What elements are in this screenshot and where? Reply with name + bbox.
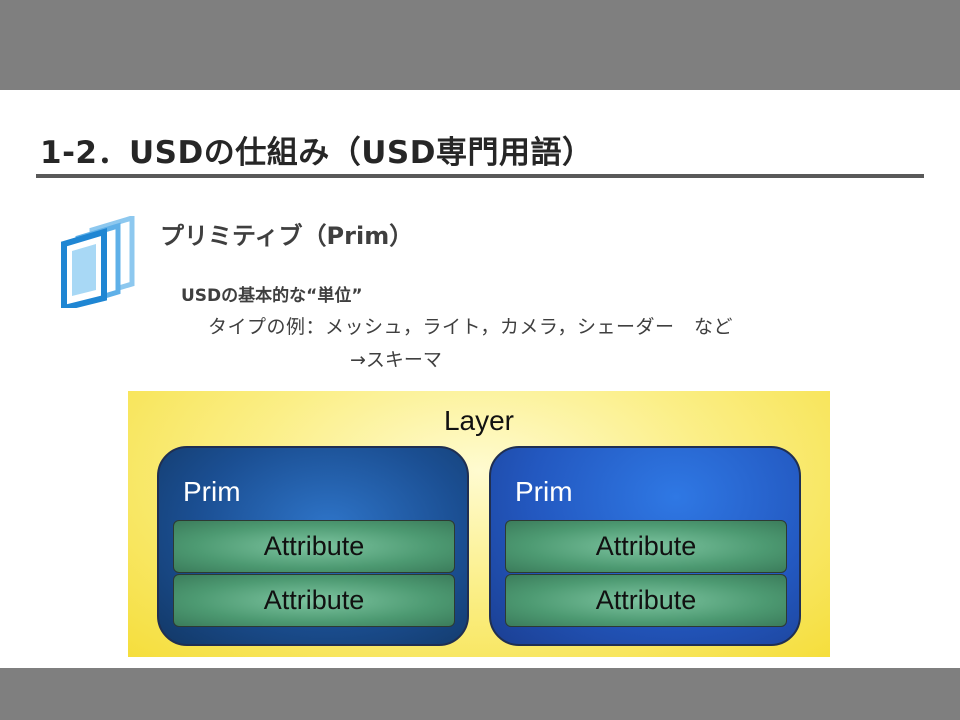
prim-label: Prim bbox=[515, 476, 573, 507]
prim-box-left: Prim Attribute Attribute bbox=[157, 446, 469, 646]
slide-title: 1-2．USDの仕組み（USD専門用語） bbox=[40, 135, 594, 171]
title-underline bbox=[36, 174, 924, 178]
attribute-box: Attribute bbox=[173, 574, 455, 627]
bottom-frame-bar bbox=[0, 668, 960, 720]
prim-label: Prim bbox=[183, 476, 241, 507]
stacked-layers-icon bbox=[61, 216, 135, 308]
prim-box-right: Prim Attribute Attribute bbox=[489, 446, 801, 646]
definition-text: USDの基本的な“単位” bbox=[181, 286, 363, 306]
layer-front-fill bbox=[72, 244, 96, 296]
top-frame-bar bbox=[0, 0, 960, 90]
attribute-box: Attribute bbox=[173, 520, 455, 573]
layer-label: Layer bbox=[443, 405, 515, 436]
attribute-box: Attribute bbox=[505, 574, 787, 627]
attribute-box: Attribute bbox=[505, 520, 787, 573]
schema-text: →スキーマ bbox=[350, 349, 442, 371]
layer-diagram: Layer Prim Attribute Attribute Prim Attr… bbox=[128, 391, 830, 657]
section-heading: プリミティブ（Prim） bbox=[160, 222, 414, 250]
type-examples-text: タイプの例：メッシュ，ライト，カメラ，シェーダー など bbox=[208, 316, 733, 338]
